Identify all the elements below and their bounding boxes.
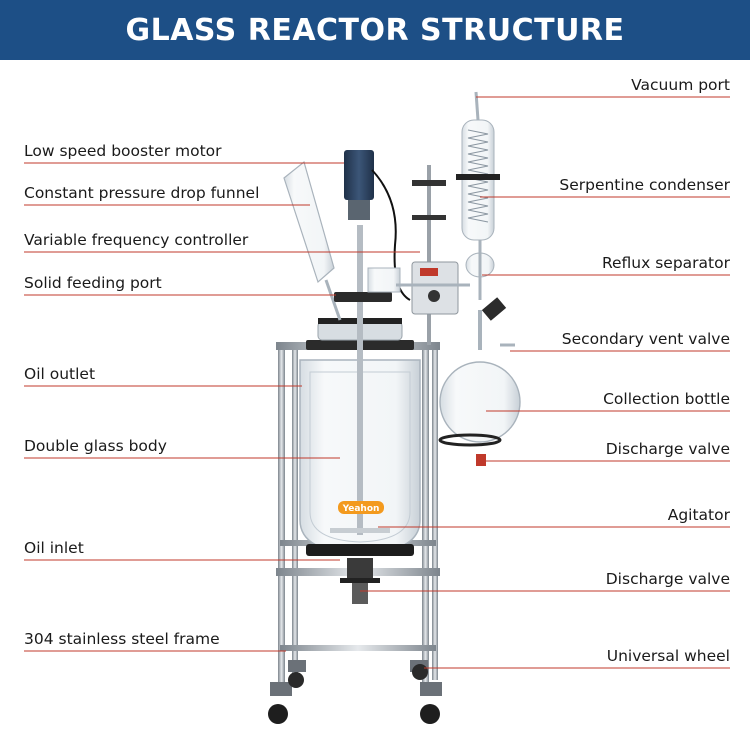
label-stainless-steel-frame: 304 stainless steel frame [24,630,220,648]
leader-lines-right [360,96,730,669]
wheel [420,704,440,724]
header-banner: GLASS REACTOR STRUCTURE [0,0,750,60]
valve-stem [352,582,368,604]
wheel [268,704,288,724]
clamp [412,180,446,186]
reflux-separator [396,240,495,300]
collection-bottle [438,310,521,466]
brand-logo-text: Yeahon [342,504,380,514]
bottle-ring [438,433,502,447]
wheel [412,664,428,680]
page-title: GLASS REACTOR STRUCTURE [125,12,625,48]
bottom-discharge-valve [340,558,380,604]
label-collection-bottle: Collection bottle [603,390,730,408]
condenser-clamp [456,174,500,180]
dropping-funnel [283,160,342,321]
clamp [412,215,446,220]
agitator [330,225,390,535]
agitator-shaft [357,225,363,535]
wheel [288,672,304,688]
frame-post [422,345,429,685]
label-oil-inlet: Oil inlet [24,539,84,557]
universal-wheels [268,660,442,724]
frequency-controller [411,261,459,315]
bottle-flask [439,361,521,443]
label-vacuum-port: Vacuum port [631,76,730,94]
label-discharge-valve-lower: Discharge valve [605,570,730,588]
label-serpentine-condenser: Serpentine condenser [559,176,730,194]
frame-post [432,350,438,680]
label-oil-outlet: Oil outlet [24,365,96,383]
bottle-discharge-valve [476,454,486,466]
label-constant-pressure-drop-funnel: Constant pressure drop funnel [24,184,260,202]
controller-display [420,268,438,276]
double-glass-body [299,318,421,556]
secondary-vent-valve [481,297,515,347]
serpentine-condenser [456,91,500,241]
controller-knob [428,290,440,302]
frame-post [292,350,298,680]
wheel-bracket [288,660,306,672]
label-universal-wheel: Universal wheel [606,647,730,665]
feeding-neck [367,267,401,293]
label-solid-feeding-port: Solid feeding port [24,274,162,292]
brand-logo [338,501,384,514]
agitator-blade [330,528,390,533]
label-low-speed-booster-motor: Low speed booster motor [24,142,222,160]
bottom-flange [306,544,414,556]
motor-mount [348,200,370,220]
frame-rail [280,645,436,651]
condenser-tube [474,91,480,121]
funnel-body [283,160,335,284]
label-reflux-separator: Reflux separator [601,254,730,272]
wheel-bracket [420,682,442,696]
motor-housing [344,150,374,200]
label-double-glass-body: Double glass body [24,437,167,455]
label-variable-frequency-controller: Variable frequency controller [24,231,249,249]
feeding-port [334,292,392,302]
label-secondary-vent-valve: Secondary vent valve [561,330,730,348]
support-rod [427,165,431,345]
vent-valve-body [481,297,507,321]
wheel-bracket [270,682,292,696]
label-agitator: Agitator [667,506,730,524]
label-discharge-valve-upper: Discharge valve [605,440,730,458]
valve-handle [340,578,380,583]
frame-post [278,345,285,685]
funnel-stem [324,279,342,321]
inner-vessel [309,371,411,543]
leader-lines-left [24,162,420,652]
